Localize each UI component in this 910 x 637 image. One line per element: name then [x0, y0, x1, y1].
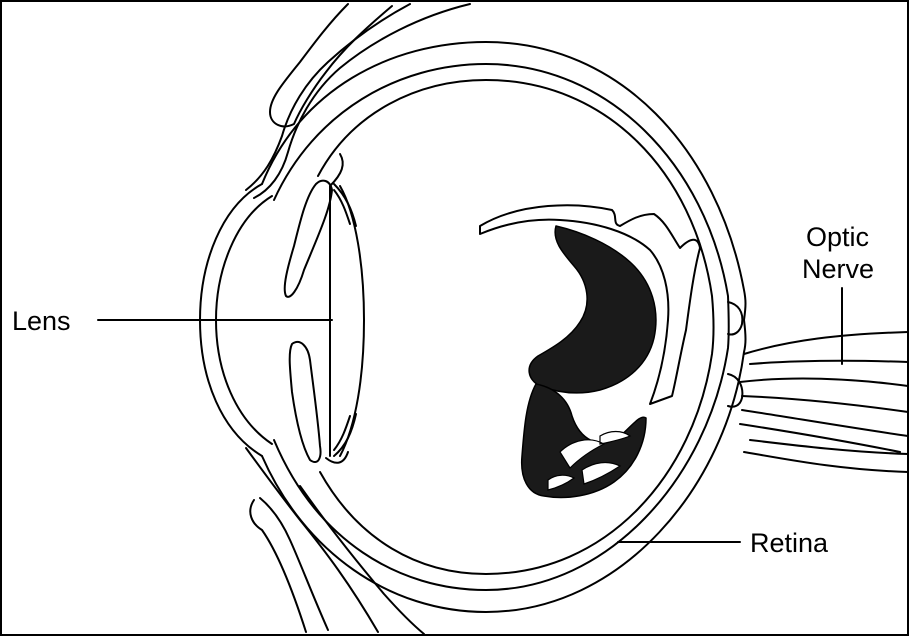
lens-label: Lens — [12, 306, 71, 336]
retina-label: Retina — [750, 528, 829, 558]
optic-nerve-label-line2: Nerve — [802, 254, 874, 284]
optic-nerve-label-line1: Optic — [806, 222, 869, 252]
